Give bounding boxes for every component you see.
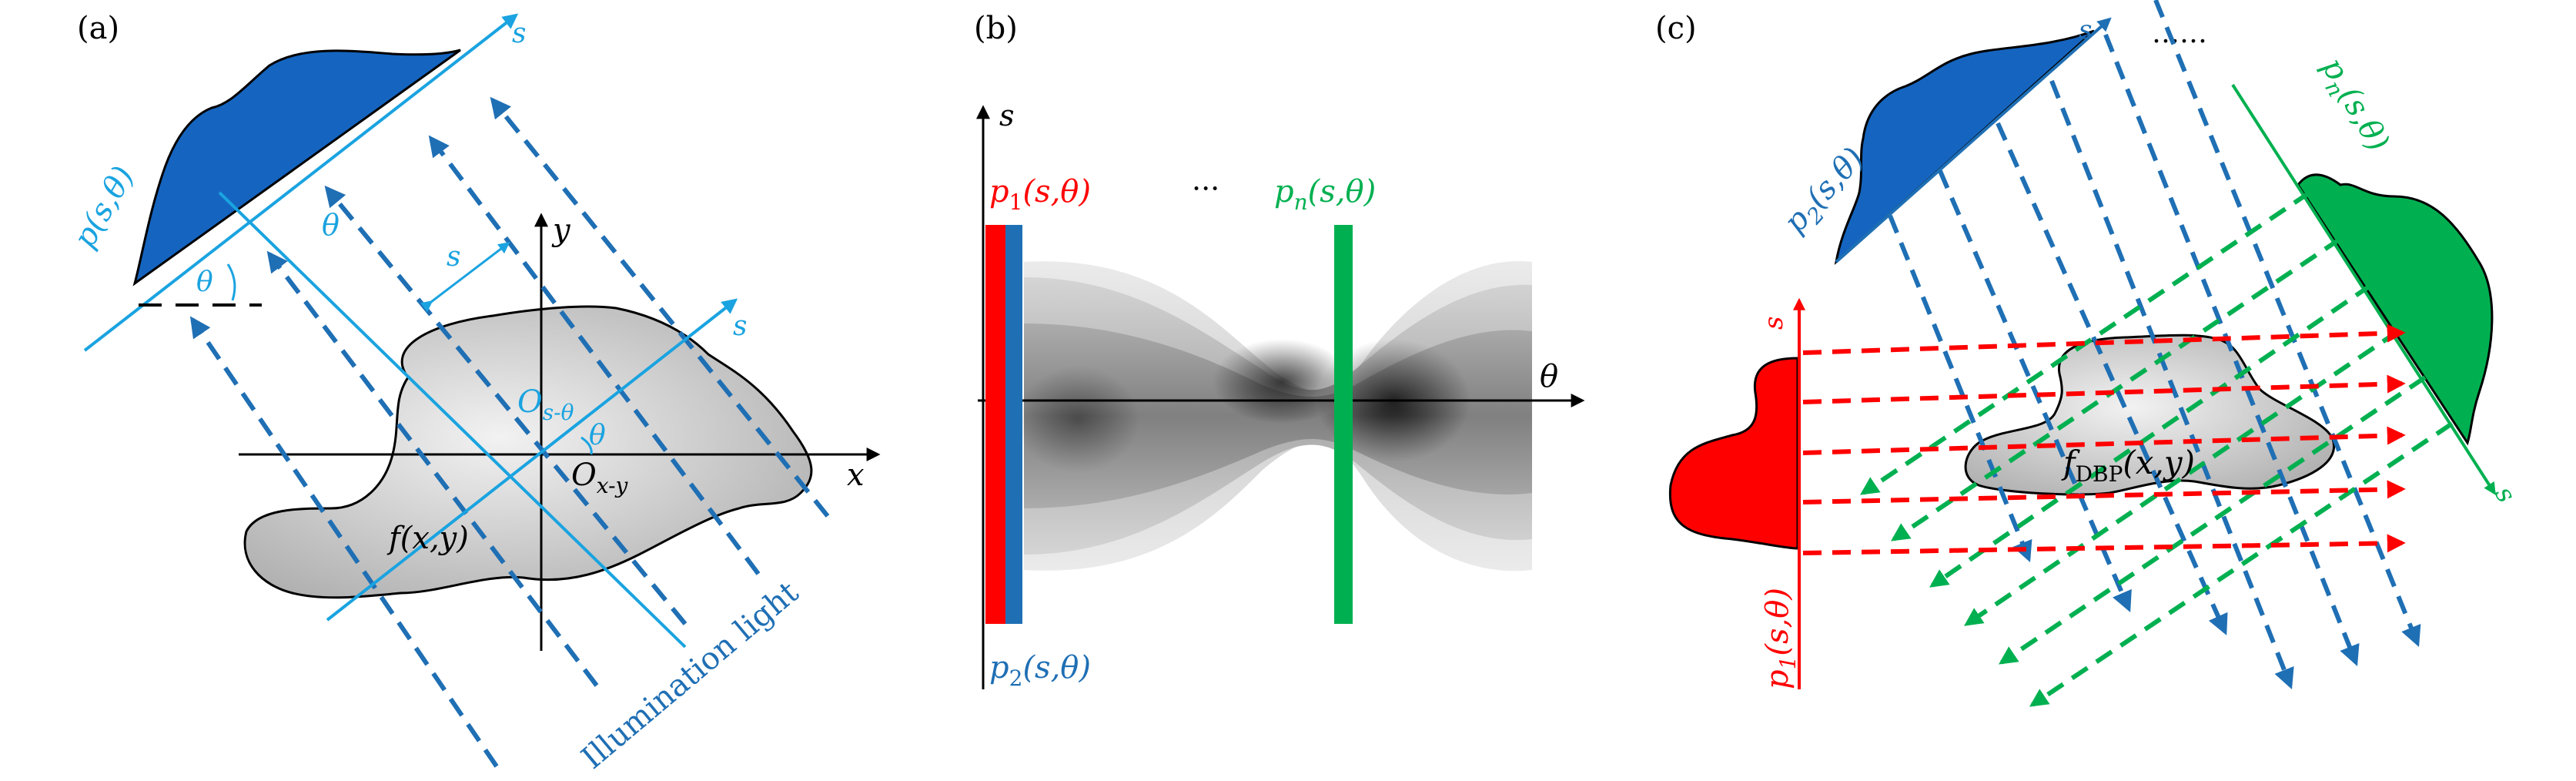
projection-profile-a xyxy=(132,49,461,287)
theta-arc-center xyxy=(580,436,593,455)
s-label-rotated: s xyxy=(733,310,747,342)
panel-b: (b) s θ p1(s,θ) p2(s,θ) pn(s,θ) ··· xyxy=(974,11,1585,691)
object-blob xyxy=(243,305,813,599)
pn-backproj-3 xyxy=(1929,283,2373,588)
pn-backproj-6 xyxy=(2029,421,2454,707)
projection-profile-pn xyxy=(2297,173,2494,446)
label-p1-b: p1(s,θ) xyxy=(989,174,1091,215)
illum-arrow-3 xyxy=(324,185,687,625)
panel-a-tag: (a) xyxy=(77,11,119,46)
p2-backproj-3 xyxy=(1996,122,2228,635)
sinogram xyxy=(1016,254,1532,578)
s-distance-label: s xyxy=(447,241,460,273)
origin-s-theta-label: Os-θ xyxy=(517,384,574,425)
panel-a: (a) x y s p(s,θ) θ θ s s θ Os-θ Ox-y xyxy=(67,11,881,776)
p2-backproj-4 xyxy=(2049,79,2294,690)
projection-profile-p1 xyxy=(1668,357,1799,550)
p1-backproj-3 xyxy=(1802,426,2406,455)
theta-arc-left xyxy=(226,263,236,301)
projection-bar-p2 xyxy=(1005,225,1022,624)
s-label-p1: s xyxy=(1758,317,1789,330)
p1-backproj-1 xyxy=(1802,323,2406,355)
origin-x-y-label: Ox-y xyxy=(571,458,629,498)
panel-c-tag: (c) xyxy=(1655,11,1697,46)
illum-arrow-1 xyxy=(189,316,499,768)
panel-b-tag: (b) xyxy=(974,11,1018,46)
y-axis-label: y xyxy=(551,213,571,248)
x-axis-label: x xyxy=(847,458,865,493)
pn-backproj-2 xyxy=(1891,236,2342,541)
panel-c: (c) s …… p2(s,θ) s pn(s,θ) s p1(s,θ) xyxy=(1655,0,2522,707)
label-pn-c: pn(s,θ) xyxy=(2310,52,2396,160)
s-label-p2: s xyxy=(2079,15,2092,45)
s-axis-label-b: s xyxy=(999,99,1015,132)
p2-backproj-1 xyxy=(1888,214,2032,563)
projection-label-a: p(s,θ) xyxy=(67,160,142,254)
p1-backproj-5 xyxy=(1802,534,2406,555)
object-function-label: f(x,y) xyxy=(386,521,469,556)
dots-c: …… xyxy=(2152,18,2207,49)
projection-bar-pn xyxy=(1334,225,1353,624)
dots-b: ··· xyxy=(1192,172,1219,206)
theta-axis-label-b: θ xyxy=(1540,359,1558,394)
pn-backproj-1 xyxy=(1860,190,2311,495)
label-pn-b: pn(s,θ) xyxy=(1274,174,1376,215)
illumination-label: Illumination light xyxy=(575,575,805,776)
label-fdbp: fDBP(x,y) xyxy=(2061,444,2195,487)
illum-arrow-2 xyxy=(266,250,599,687)
label-p2-b: p2(s,θ) xyxy=(989,650,1091,691)
s-axis-p2 xyxy=(1835,17,2112,263)
theta-label-left: θ xyxy=(196,266,213,298)
p1-backproj-2 xyxy=(1802,374,2406,404)
s-label-top: s xyxy=(512,18,526,49)
pn-backproj-5 xyxy=(1999,375,2427,665)
s-distance-arrow xyxy=(420,242,510,313)
label-p1-c: p1(s,θ) xyxy=(1760,588,1801,689)
s-axis-rotated xyxy=(326,298,738,622)
s-axis-projection xyxy=(83,13,519,352)
p2-backproj-5 xyxy=(2103,33,2360,667)
p1-backproj-4 xyxy=(1802,480,2406,504)
illum-arrow-5 xyxy=(490,96,830,518)
projection-bar-p1 xyxy=(985,225,1005,624)
s-label-pn: s xyxy=(2488,481,2521,508)
theta-axis-label: θ xyxy=(322,208,340,242)
theta-label-center: θ xyxy=(589,420,606,451)
theta-axis xyxy=(218,191,687,649)
